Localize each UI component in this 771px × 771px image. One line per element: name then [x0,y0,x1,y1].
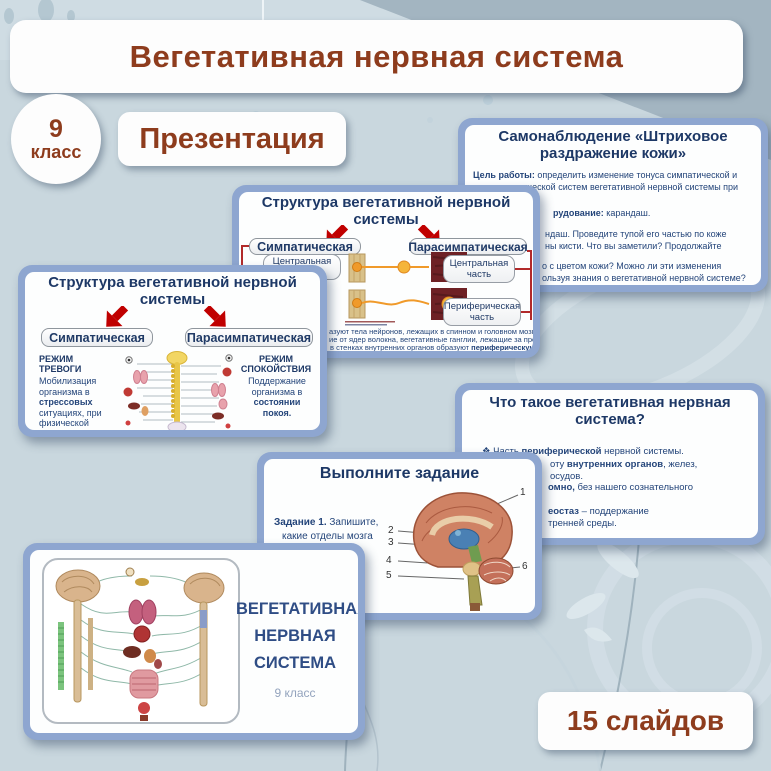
procedure-text: ндаш. Проведите тупой его частью по коже [545,229,727,239]
red-connector [241,245,249,247]
slide-title-cover-body: ВЕГЕТАТИВНАЯ НЕРВНАЯ СИСТЕМА 9 класс [30,550,358,733]
slide-title-line: системы [139,291,206,308]
body-text: в стенках внутренних органов образуют пе… [330,343,533,351]
grade-number: 9 [49,115,63,143]
parasympathetic-box: Парасимпатическая [185,328,313,347]
slide-title-line: Самонаблюдение «Штриховое [498,128,728,145]
bullet-item: омно, без нашего сознательного [548,482,694,493]
task-text: Задание 1. Запишите, [274,517,379,528]
bullet-item: ❖ Часть периферической нервной системы. [482,446,684,457]
slide-title-line: Что такое вегетативная нервная [489,394,731,411]
task-text: какие отделы мозга [282,531,373,542]
grade-label: класс [30,142,82,162]
slide-title-line: системы [353,211,419,228]
body-text: организма в [251,386,303,397]
body-text: стрессовых [39,397,93,407]
organs-spine-illustration [123,351,233,430]
slide-title-line: раздражение кожи» [539,145,687,162]
calm-mode-label: РЕЖИМ СПОКОЙСТВИЯ [240,354,312,374]
procedure-text: ользуя знания о вегетативной нервной сис… [542,273,746,283]
presentation-label: Презентация [139,122,325,155]
body-text: азуют тела нейронов, лежащих в спинном и… [329,327,533,336]
brain-label-2: 2 [388,525,394,536]
ans-illustration [55,567,225,721]
cover-grade-label: 9 класс [274,686,316,700]
procedure-text: ны кисти. Что вы заметили? Продолжайте [545,241,722,251]
body-text: состоянии [253,397,301,407]
cover-title-line: ВЕГЕТАТИВНАЯ [236,600,358,618]
goal-text: Цель работы: определить изменение тонуса… [473,170,738,180]
goal-text: парасимпатической систем вегетативной не… [473,182,739,192]
red-connector [527,250,531,252]
body-text: организма в [39,386,90,397]
body-text: Поддержание [248,376,306,386]
cover-title-line: НЕРВНАЯ [254,627,336,645]
brain-label-3: 3 [388,537,394,548]
bullet-item: осудов. [550,471,583,482]
slide-title-cover: ВЕГЕТАТИВНАЯ НЕРВНАЯ СИСТЕМА 9 класс [23,543,365,740]
slide-task: Выполните задание Задание 1. Запишите, к… [257,452,542,620]
brain-label-6: 6 [522,561,528,572]
slide-count-badge: 15 слайдов [538,692,753,750]
parasympathetic-box: Парасимпатическая [408,238,528,255]
page-title-banner: Вегетативная нервная система [10,20,743,93]
slide-title-line: система? [575,411,645,428]
body-text: физической [39,418,89,428]
brain-label-1: 1 [520,487,526,498]
grade-badge: 9 класс [11,94,101,184]
bullet-item: еостаз – поддержание [548,506,649,517]
bullet-item: оту внутренних органов, желез, [550,459,698,470]
brain-label-4: 4 [386,555,392,566]
body-text: Мобилизация [39,376,97,386]
page-title: Вегетативная нервная система [129,38,624,74]
presentation-label-box: Презентация [118,112,346,166]
ans-illustration-frame [42,558,240,724]
red-connector [521,311,531,313]
slide-count-text: 15 слайдов [566,705,725,736]
body-text: покоя. [262,407,292,418]
red-arrow-left-icon [106,306,129,327]
slide-title-line: Структура вегетативной нервной [48,274,297,291]
brain-diagram-illustration [398,492,521,611]
diamond-bullet-icon: ❖ [482,446,493,457]
alarm-mode-label: РЕЖИМ ТРЕВОГИ [39,354,82,374]
slide-title-line: Выполните задание [319,465,480,482]
procedure-text: о с цветом кожи? Можно ли эти изменения [542,261,722,271]
equipment-text: рудование: карандаш. [553,208,651,218]
red-arrow-right-icon [203,306,226,327]
cover-title-line: СИСТЕМА [253,654,337,672]
red-connector [530,250,532,320]
slide-structure-organs-body: Структура вегетативной нервной системы С… [25,272,320,430]
slide-structure-organs: Структура вегетативной нервной системы С… [18,265,327,437]
body-text: ситуациях, при [39,407,102,418]
brain-label-5: 5 [386,570,392,581]
red-connector [515,268,531,270]
body-text: ие от ядер волокна, вегетативные ганглии… [329,335,533,344]
slide-title-line: Структура вегетативной нервной [261,194,511,211]
body-text: нагрузке. [39,429,77,431]
sympathetic-box: Симпатическая [41,328,153,347]
sympathetic-box: Симпатическая [249,238,361,255]
bullet-item: тренней среды. [548,518,617,529]
